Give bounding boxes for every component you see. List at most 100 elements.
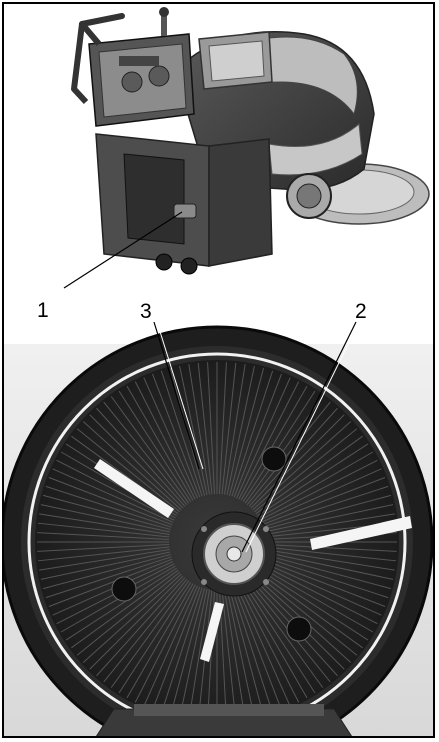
bristle-ray (45, 485, 172, 528)
bristle-ray (39, 513, 170, 535)
bristle-ray (262, 556, 389, 599)
bristle-ray (37, 544, 170, 552)
bristle-ray (43, 494, 171, 531)
bristle-ray (264, 513, 395, 535)
bristle-ray (160, 370, 203, 497)
bristle-ray (238, 584, 300, 703)
bristle-ray (262, 485, 389, 528)
bristle-ray (242, 390, 316, 503)
bristle-rays (37, 362, 397, 722)
connector-part (173, 203, 197, 219)
bristle-ray (261, 558, 386, 607)
bristle-ray (110, 396, 190, 504)
bristle-ray (48, 558, 173, 607)
bristle-ray (65, 567, 178, 641)
bristle-ray (152, 586, 201, 711)
callout-1: 1 (37, 299, 49, 322)
bristle-ray (256, 567, 369, 641)
bristle-ray (179, 588, 208, 719)
bristle-ray (48, 477, 173, 526)
bristle-ray (103, 578, 188, 683)
callout-2: 2 (355, 300, 367, 323)
bristle-ray (40, 551, 171, 580)
bristle-ray (188, 364, 210, 495)
bristle-ray (82, 573, 182, 663)
bristle-ray (261, 477, 386, 526)
bristle-ray (242, 581, 316, 694)
bristle-ray (152, 373, 201, 498)
bristle-ray (96, 577, 186, 677)
bristle-ray (110, 580, 190, 688)
bristle-ray (103, 401, 188, 506)
bristle-ray (253, 571, 358, 656)
bristle-ray (96, 407, 186, 507)
bristle-ray (76, 571, 181, 656)
bristle-ray (255, 569, 363, 649)
bristle-ray (263, 494, 391, 531)
bristle-ray (40, 504, 171, 533)
leader-line-2-highlight (245, 321, 360, 553)
bristle-ray (231, 587, 274, 714)
bristle-ray (37, 532, 170, 540)
bristle-ray (169, 588, 206, 716)
bristle-ray (188, 589, 210, 720)
bristle-ray (134, 584, 196, 703)
bristle-ray (233, 373, 282, 498)
bristle-ray (240, 385, 308, 501)
bristle-ray (52, 468, 174, 523)
bristle-ray (224, 364, 246, 495)
callout-3: 3 (140, 300, 152, 323)
bristle-ray (256, 443, 369, 517)
bristle-ray (244, 580, 324, 688)
bristle-ray (236, 585, 291, 707)
bristle-ray (260, 561, 382, 616)
white-strip-left (94, 459, 174, 518)
bristle-ray (118, 581, 192, 694)
machine-handle (71, 21, 102, 105)
bristle-ray (228, 588, 265, 716)
bristle-ray (236, 377, 291, 499)
bristle-ray (250, 414, 345, 509)
bristle-ray (248, 407, 338, 507)
bristle-ray (160, 587, 203, 714)
bristle-ray (221, 589, 237, 722)
bristle-ray (143, 585, 198, 707)
bristle-ray (264, 546, 397, 562)
bristle-ray (126, 583, 194, 699)
floor-machine-illustration (71, 7, 430, 275)
bristle-ray (246, 401, 331, 506)
bristle-ray (258, 451, 374, 519)
bristle-ray (224, 589, 246, 720)
bristle-ray (37, 522, 170, 538)
bristle-ray (45, 556, 172, 599)
bristle-ray (259, 563, 378, 625)
bristle-ray (264, 544, 397, 552)
bristle-ray (143, 377, 198, 499)
bristle-ray (228, 368, 265, 496)
bristle-ray (71, 569, 179, 649)
bristle-ray (89, 414, 184, 509)
bristle-ray (264, 549, 395, 571)
bristle-ray (231, 370, 274, 497)
bristle-ray (56, 459, 175, 521)
leader-line-3-highlight (156, 321, 204, 470)
bristle-ray (252, 421, 352, 511)
bristle-ray (37, 546, 170, 562)
bristle-ray (253, 428, 358, 513)
bristle-ray (219, 362, 227, 495)
bristle-ray (238, 381, 300, 500)
bristle-ray (207, 362, 215, 495)
brush-disc-photo (4, 325, 433, 736)
bristle-ray (89, 575, 184, 670)
bristle-ray (255, 435, 363, 515)
leader-line-3 (153, 321, 200, 470)
white-strip-bottom (200, 602, 224, 662)
leader-line-2 (241, 321, 357, 553)
bristle-ray (82, 421, 182, 511)
bristle-ray (240, 583, 308, 699)
leader-line-1 (63, 211, 183, 289)
bristle-ray (226, 588, 255, 719)
bristle-ray (233, 586, 282, 711)
bristle-ray (263, 553, 391, 590)
bristle-ray (43, 553, 171, 590)
